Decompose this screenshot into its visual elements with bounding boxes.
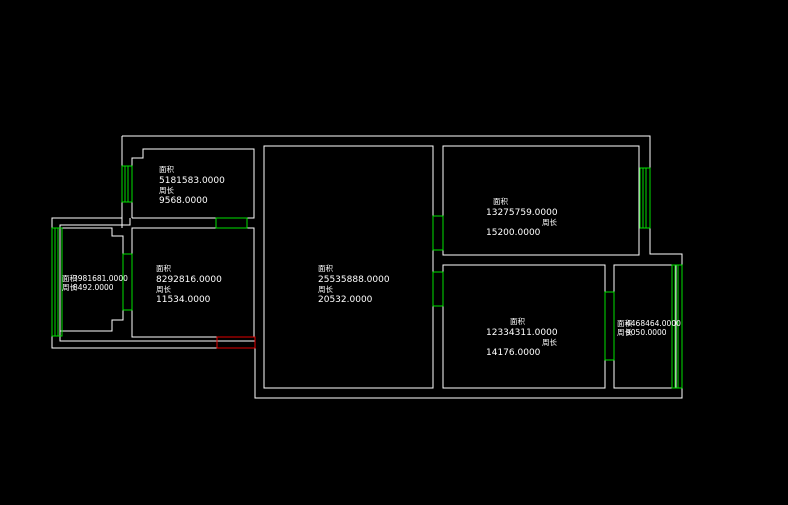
perimeter-tag: 周长 [542, 337, 557, 347]
perimeter-tag: 周长 [156, 284, 171, 294]
area-tag: 面积 [318, 263, 333, 273]
perimeter-value: 15200.0000 [486, 228, 541, 238]
area-tag: 面积 [510, 316, 525, 326]
perimeter-tag: 周长 [62, 282, 77, 292]
window-balcony-east [671, 264, 683, 389]
area-value: 8292816.0000 [156, 275, 222, 285]
perimeter-value: 8492.0000 [73, 283, 114, 292]
perimeter-value: 9568.0000 [159, 196, 208, 206]
window-middle-left-west [122, 253, 133, 311]
area-tag: 面积 [159, 164, 174, 174]
perimeter-tag: 周长 [542, 217, 557, 227]
window-upper-left-south [215, 217, 248, 229]
perimeter-tag: 周长 [318, 284, 333, 294]
perimeter-value: 20532.0000 [318, 295, 373, 305]
window-upper-right-east [639, 167, 651, 229]
area-tag: 面积 [493, 196, 508, 206]
perimeter-value: 9050.0000 [626, 328, 667, 337]
window-center-east-upper [432, 215, 444, 251]
room-label-balcony-west: 面积 3981681.0000 周长 8492.0000 [62, 273, 128, 292]
interior-walls [59, 145, 677, 389]
perimeter-tag: 周长 [159, 185, 174, 195]
area-value: 5181583.0000 [159, 176, 225, 186]
window-balcony-west [51, 227, 63, 337]
windows [51, 165, 683, 389]
window-upper-left-west [121, 165, 133, 203]
area-tag: 面积 [617, 318, 632, 328]
room-label-center: 面积 25535888.0000 周长 20532.0000 [318, 263, 390, 305]
room-label-balcony-east: 面积 4468464.0000 周长 9050.0000 [617, 318, 681, 337]
room-label-upper-left: 面积 5181583.0000 周长 9568.0000 [159, 164, 225, 206]
area-value: 4468464.0000 [626, 319, 681, 328]
entry-door [216, 336, 256, 349]
area-value: 13275759.0000 [486, 208, 558, 218]
perimeter-value: 11534.0000 [156, 295, 211, 305]
area-tag: 面积 [62, 273, 77, 283]
area-value: 12334311.0000 [486, 328, 558, 338]
outer-walls [51, 135, 683, 399]
area-tag: 面积 [156, 263, 171, 273]
room-label-middle-left: 面积 8292816.0000 周长 11534.0000 [156, 263, 222, 305]
area-value: 25535888.0000 [318, 275, 390, 285]
dashed-opening [253, 228, 265, 337]
area-value: 3981681.0000 [73, 274, 128, 283]
perimeter-tag: 周长 [617, 327, 632, 337]
window-lower-right-east [604, 291, 615, 361]
window-center-east-lower [432, 271, 444, 307]
room-label-lower-right: 面积 12334311.0000 周长 14176.0000 [486, 316, 558, 358]
perimeter-value: 14176.0000 [486, 348, 541, 358]
room-label-upper-right: 面积 13275759.0000 周长 15200.0000 [486, 196, 558, 238]
